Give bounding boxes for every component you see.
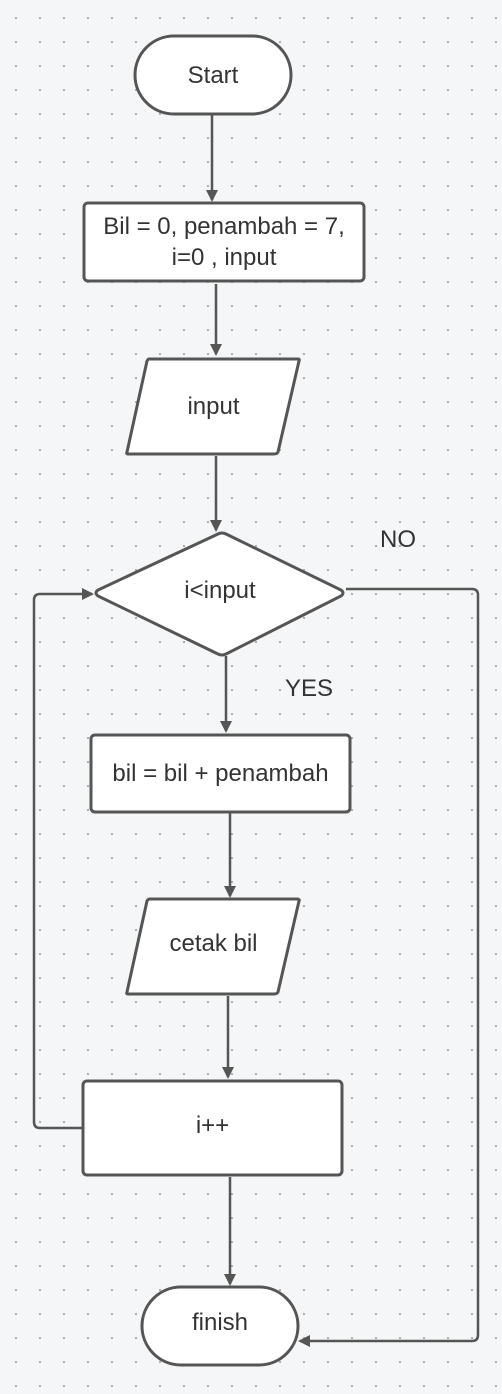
- condition-decision-diamond: [94, 531, 345, 657]
- init-process-box: [82, 201, 366, 283]
- edge-no-condition-to-finish: [298, 587, 480, 1347]
- increment-process-box: [81, 1079, 344, 1177]
- add-process-box: [89, 733, 352, 814]
- no-edge-label: NO: [380, 526, 416, 553]
- finish-terminator: [140, 1285, 300, 1367]
- start-terminator: [133, 34, 293, 116]
- yes-edge-label: YES: [285, 675, 334, 702]
- input-data-parallelogram: [125, 357, 301, 456]
- print-data-parallelogram: [125, 897, 301, 996]
- edge-loop-back-increment-to-condition: [32, 588, 94, 1130]
